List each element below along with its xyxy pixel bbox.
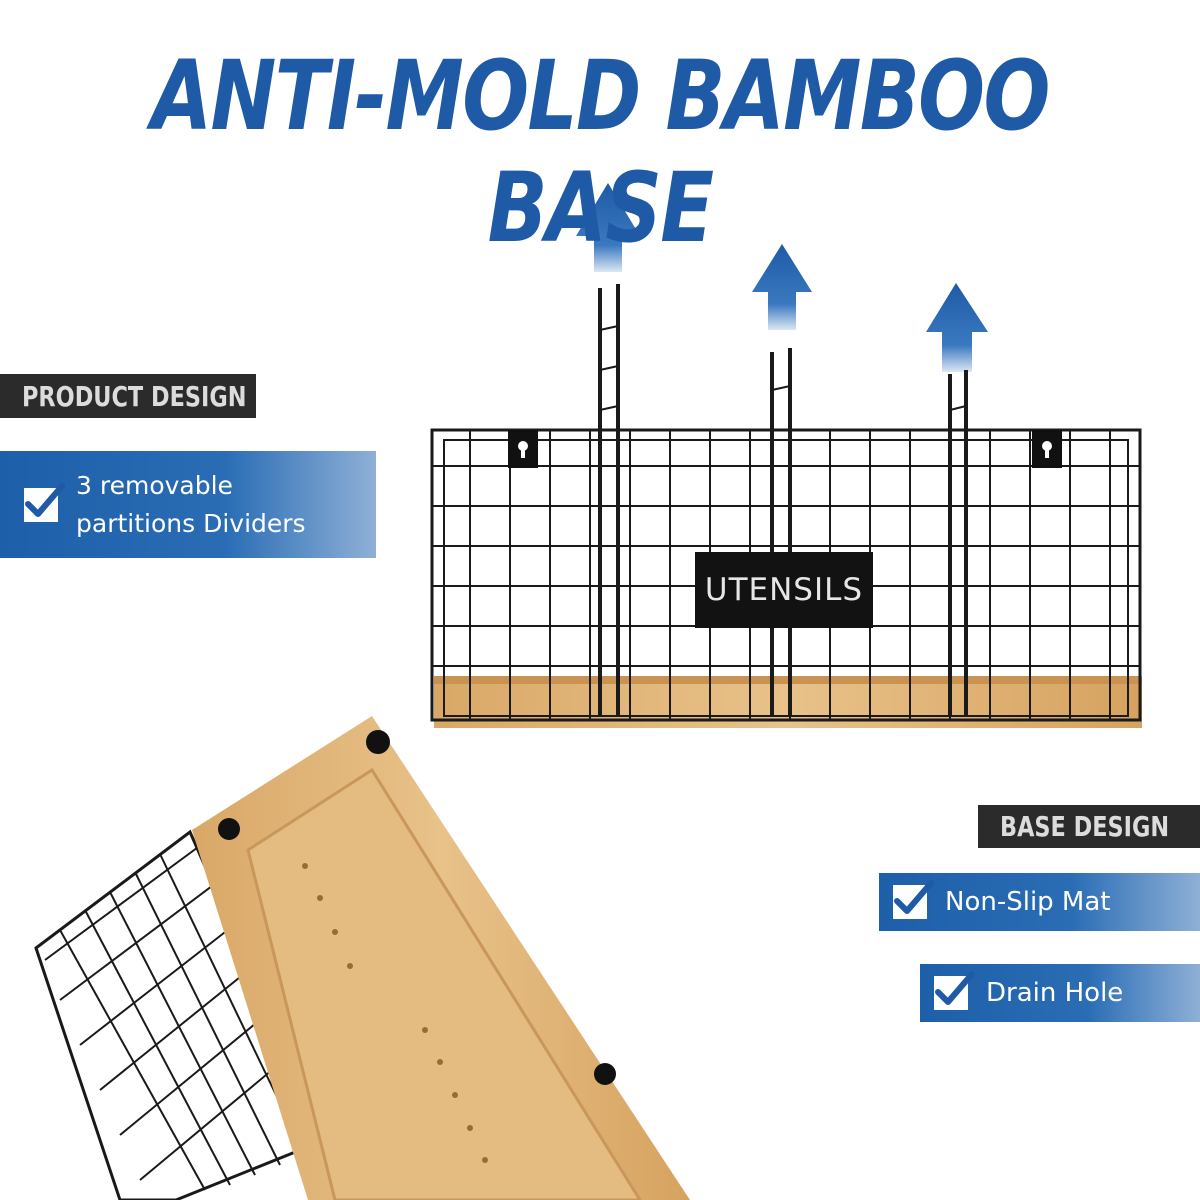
keyhole-plate — [1032, 430, 1062, 468]
divider — [598, 284, 968, 715]
feature-label: Drain Hole — [986, 978, 1124, 1008]
arrow-up-icon — [926, 283, 988, 372]
checkbox-icon — [24, 482, 65, 522]
base-design-label: BASE DESIGN — [1000, 810, 1170, 843]
checkbox-icon — [893, 880, 934, 919]
keyhole-plate — [508, 430, 538, 468]
feature-drain-hole: Drain Hole — [920, 964, 1200, 1022]
utensils-label: UTENSILS — [695, 552, 873, 628]
base-design-tag: BASE DESIGN — [978, 805, 1200, 848]
product-design-label: PRODUCT DESIGN — [22, 379, 247, 413]
arrow-up-icon — [576, 183, 640, 272]
page-title: ANTI-MOLD BAMBOO BASE — [151, 40, 1050, 264]
feature-line-1: 3 removable — [76, 470, 233, 500]
product-design-tag: PRODUCT DESIGN — [0, 374, 256, 418]
feature-non-slip-mat: Non-Slip Mat — [879, 873, 1200, 931]
arrow-up-icon — [752, 244, 812, 330]
checkbox-icon — [934, 971, 975, 1010]
base-bottom-view — [34, 716, 690, 1200]
feature-line-2: partitions Dividers — [76, 508, 306, 538]
feature-removable-partitions: 3 removable partitions Dividers — [0, 451, 376, 558]
wire-basket — [430, 428, 1142, 722]
feature-label: Non-Slip Mat — [945, 887, 1111, 917]
